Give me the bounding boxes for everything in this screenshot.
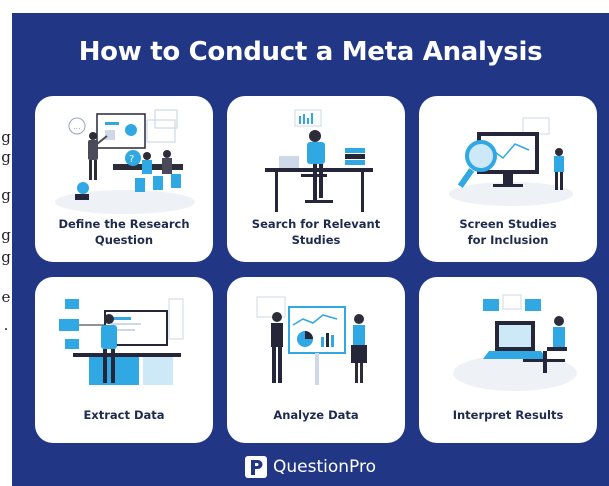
margin-fragment: g: [1, 128, 11, 146]
step-card-analyze-data: Analyze Data: [227, 277, 405, 443]
margin-fragment: g: [1, 226, 11, 244]
step-label: Screen Studies for Inclusion: [459, 217, 557, 247]
svg-text:...: ...: [73, 122, 81, 131]
step-card-interpret-results: Interpret Results: [419, 277, 597, 443]
margin-fragment: g: [1, 186, 11, 204]
step-card-search-studies: Search for Relevant Studies: [227, 96, 405, 262]
magnifier-monitor-icon: [449, 117, 573, 206]
margin-fragment: g: [1, 148, 11, 166]
step-card-define-question: ... ? Define the Research Question: [35, 96, 213, 262]
cropped-document-margin: g g g g g e .: [0, 0, 12, 486]
chart-board-analysis-icon: [256, 296, 367, 385]
infographic-title: How to Conduct a Meta Analysis: [78, 37, 543, 67]
laptop-results-icon: [453, 294, 577, 391]
step-label: Analyze Data: [273, 408, 359, 422]
svg-text:?: ?: [129, 154, 134, 165]
margin-fragment: e: [1, 288, 11, 306]
brand-footer: QuestionPro: [12, 456, 609, 478]
desk-laptop-search-icon: [265, 109, 373, 212]
data-extraction-workstation-icon: [59, 298, 184, 385]
margin-fragment: .: [3, 316, 9, 334]
brand-name: QuestionPro: [272, 457, 376, 477]
presentation-meeting-icon: ... ?: [55, 109, 195, 214]
step-label: Define the Research Question: [58, 217, 190, 247]
step-label: Extract Data: [83, 408, 165, 422]
infographic-banner: How to Conduct a Meta Analysis ... ?: [12, 13, 609, 486]
step-label: Interpret Results: [452, 408, 564, 422]
step-label: Search for Relevant Studies: [251, 217, 381, 247]
step-card-extract-data: Extract Data: [35, 277, 213, 443]
margin-fragment: g: [1, 248, 11, 266]
step-card-screen-studies: Screen Studies for Inclusion: [419, 96, 597, 262]
questionpro-logo-icon: [244, 456, 267, 478]
